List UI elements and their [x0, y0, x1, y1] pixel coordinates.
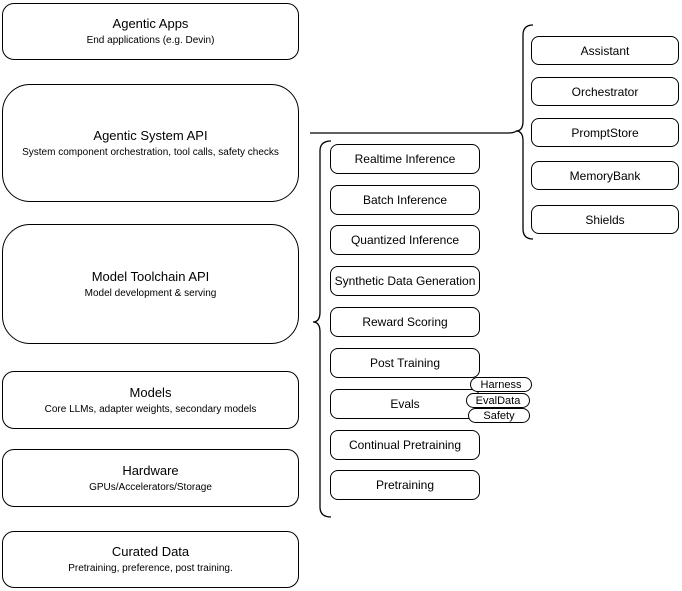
node-title: Curated Data — [111, 544, 190, 559]
node-title: Hardware — [122, 462, 179, 478]
node-title: Agentic System API — [93, 127, 208, 143]
node-shields: Shields — [531, 205, 679, 234]
node-assistant: Assistant — [531, 36, 679, 65]
tag-harness: Harness — [470, 377, 532, 392]
node-batch-inference: Batch Inference — [330, 185, 480, 215]
node-subtitle: Model development & serving — [84, 287, 217, 299]
tag-evaldata: EvalData — [466, 393, 530, 408]
tag-safety: Safety — [468, 408, 530, 423]
node-evals: Evals — [330, 389, 480, 419]
node-agentic-apps: Agentic Apps End applications (e.g. Devi… — [2, 3, 299, 60]
node-hardware: Hardware GPUs/Accelerators/Storage — [2, 449, 299, 507]
node-realtime-inference: Realtime Inference — [330, 144, 480, 174]
node-pretraining: Pretraining — [330, 470, 480, 500]
node-subtitle: GPUs/Accelerators/Storage — [89, 481, 212, 493]
node-subtitle: System component orchestration, tool cal… — [22, 146, 279, 158]
node-title: Models — [129, 384, 172, 400]
node-model-toolchain-api: Model Toolchain API Model development & … — [2, 224, 299, 344]
node-agentic-system-api: Agentic System API System component orch… — [2, 84, 299, 202]
node-models: Models Core LLMs, adapter weights, secon… — [2, 371, 299, 429]
node-post-training: Post Training — [330, 348, 480, 378]
system-components-brace — [515, 24, 534, 240]
node-promptstore: PromptStore — [531, 118, 679, 147]
toolchain-brace — [312, 140, 332, 518]
node-synthetic-data-generation: Synthetic Data Generation — [330, 266, 480, 296]
system-api-connector-line — [310, 130, 517, 134]
node-orchestrator: Orchestrator — [531, 77, 679, 106]
node-subtitle: End applications (e.g. Devin) — [86, 35, 215, 46]
node-memorybank: MemoryBank — [531, 161, 679, 190]
node-quantized-inference: Quantized Inference — [330, 225, 480, 255]
node-reward-scoring: Reward Scoring — [330, 307, 480, 337]
node-subtitle: Pretraining, preference, post training. — [68, 563, 233, 574]
node-title: Model Toolchain API — [91, 268, 210, 284]
node-subtitle: Core LLMs, adapter weights, secondary mo… — [44, 403, 257, 415]
node-curated-data: Curated Data Pretraining, preference, po… — [2, 531, 299, 588]
node-title: Agentic Apps — [112, 16, 189, 31]
node-continual-pretraining: Continual Pretraining — [330, 430, 480, 460]
